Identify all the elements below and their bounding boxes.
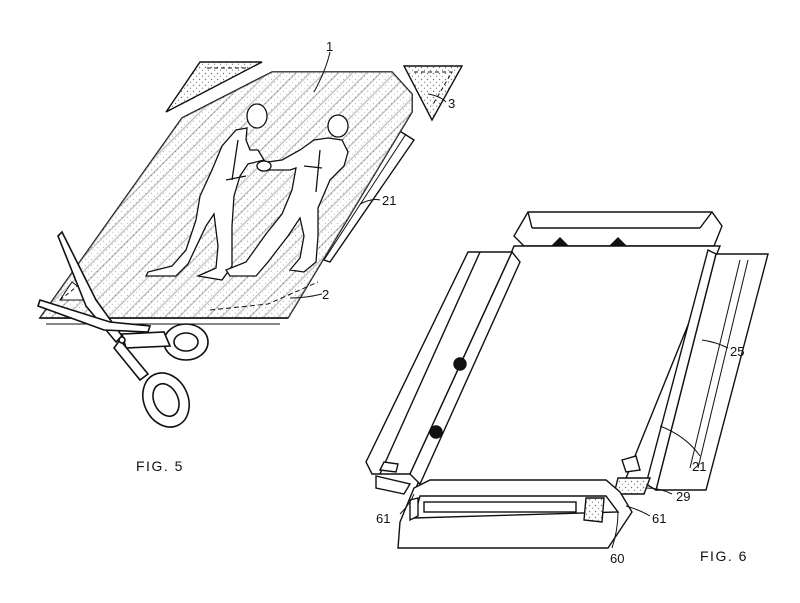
fig5-drawing bbox=[36, 51, 464, 428]
offcut-top-right bbox=[402, 65, 464, 122]
ref-label-3: 3 bbox=[448, 96, 456, 111]
handshake-figure bbox=[144, 103, 349, 281]
ref-label-2: 2 bbox=[322, 287, 330, 302]
ref-label-21-fig6: 21 bbox=[692, 459, 707, 474]
ref-label-25: 25 bbox=[730, 344, 745, 359]
fig6-leaders bbox=[399, 339, 729, 549]
fig6-drawing bbox=[365, 211, 769, 549]
ref-label-21: 21 bbox=[382, 193, 397, 208]
fig5-leaders bbox=[289, 51, 447, 299]
offcut-top-left bbox=[165, 61, 263, 113]
figure-caption-5: FIG. 5 bbox=[136, 458, 184, 474]
ref-label-61-right: 61 bbox=[652, 511, 667, 526]
frame-bar-right bbox=[613, 248, 769, 495]
ref-label-60: 60 bbox=[610, 551, 625, 566]
frame-bar-top bbox=[513, 211, 723, 247]
ref-label-29: 29 bbox=[676, 489, 691, 504]
frame-bar-bottom bbox=[397, 479, 633, 549]
frame-bar-left bbox=[365, 250, 521, 495]
ref-label-61-left: 61 bbox=[376, 511, 391, 526]
scissors-icon bbox=[36, 230, 209, 428]
ref-label-1: 1 bbox=[326, 39, 334, 54]
figure-caption-6: FIG. 6 bbox=[700, 548, 748, 564]
